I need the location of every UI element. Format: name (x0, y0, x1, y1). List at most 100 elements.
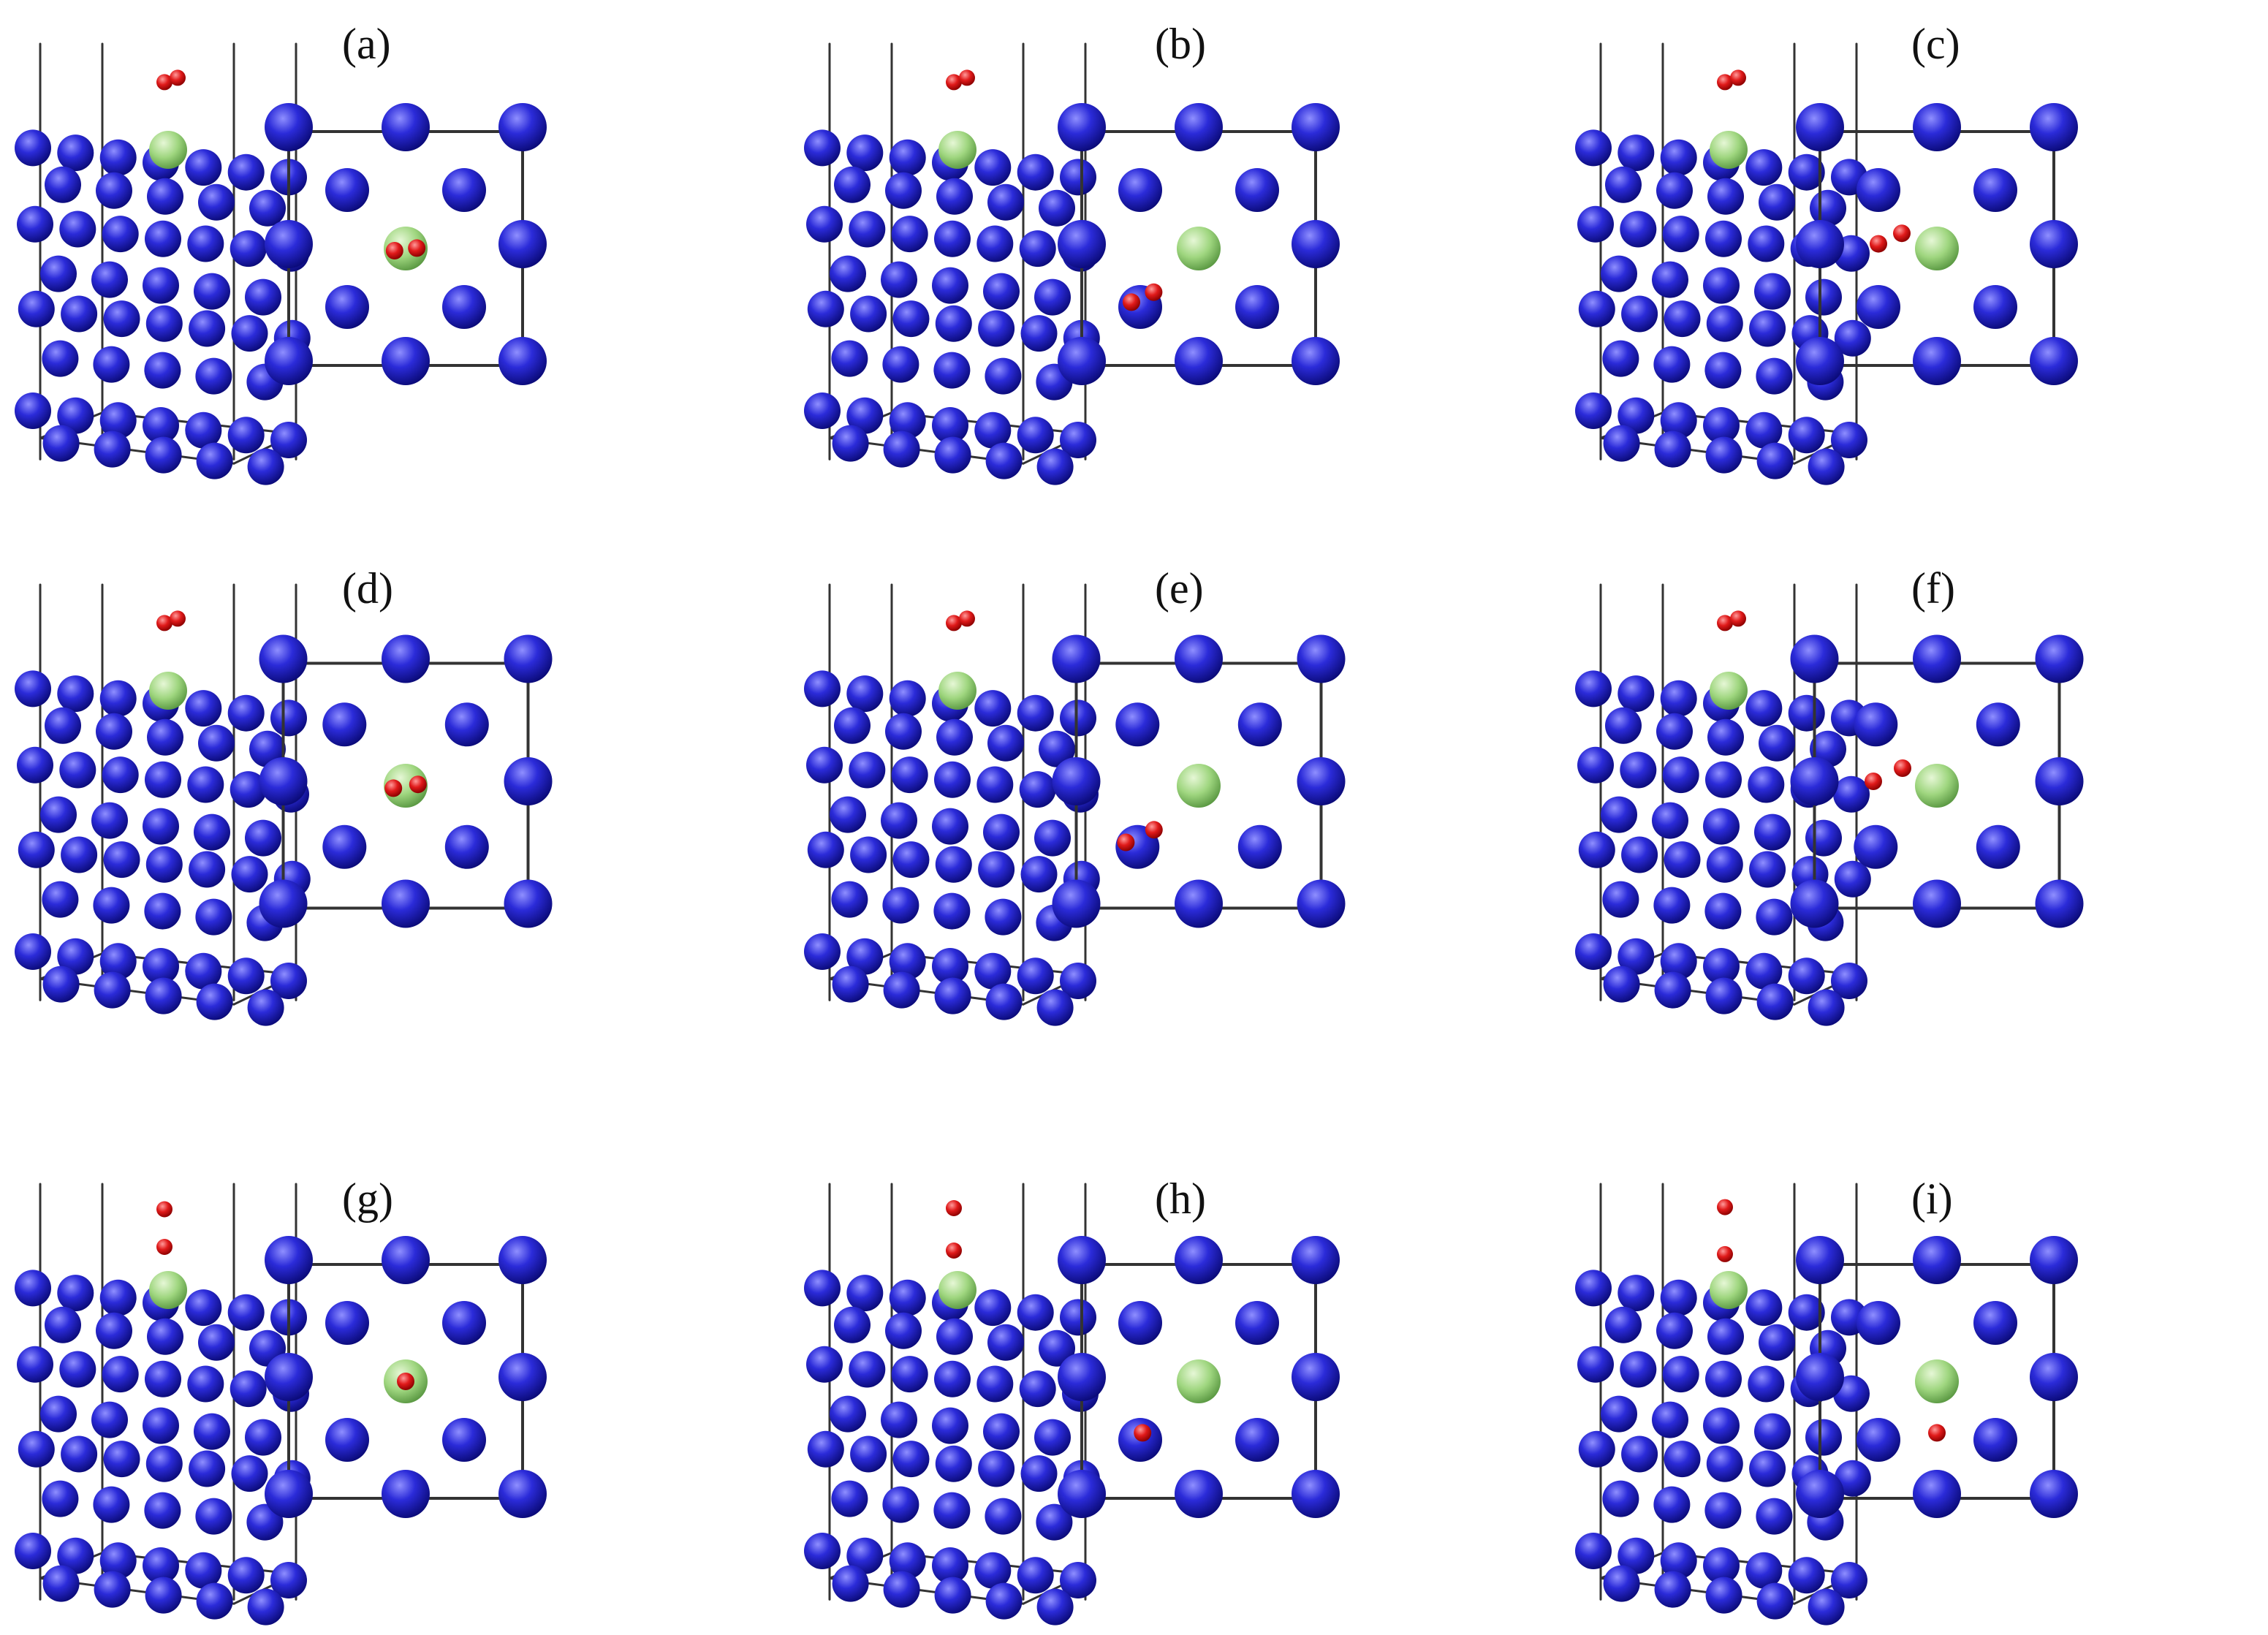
host-atom (231, 856, 268, 893)
host-atom (145, 761, 181, 798)
dopant-atom (149, 131, 187, 169)
host-atom (830, 796, 866, 833)
host-atom (1605, 1306, 1642, 1343)
host-atom (846, 938, 884, 975)
oxygen-atom (1717, 74, 1733, 91)
host-atom (1759, 183, 1795, 221)
host-atom (1578, 831, 1615, 868)
host-atom (1115, 702, 1160, 747)
host-atom (498, 1470, 547, 1518)
host-atom (832, 1565, 869, 1602)
host-atom (932, 808, 968, 845)
oxygen-atom (946, 1200, 962, 1216)
host-atom (1703, 1547, 1740, 1584)
host-atom (974, 1289, 1012, 1327)
host-atom (935, 305, 972, 342)
host-atom (883, 430, 920, 468)
panel-label: (f) (1911, 564, 1955, 612)
host-atom (498, 1236, 547, 1284)
host-atom (442, 168, 486, 212)
host-atom (850, 836, 887, 873)
host-atom (1653, 1486, 1691, 1523)
host-atom (1297, 757, 1346, 805)
host-atom (882, 1486, 919, 1523)
host-atom (933, 892, 971, 930)
host-atom (1660, 1542, 1697, 1579)
host-atom (933, 1492, 971, 1529)
dopant-atom (938, 131, 976, 169)
host-atom (40, 255, 77, 292)
host-atom (1705, 1360, 1742, 1397)
host-atom (934, 977, 971, 1014)
host-atom (498, 103, 547, 151)
dopant-atom (149, 672, 187, 710)
host-atom (103, 841, 140, 879)
host-atom (1601, 255, 1637, 292)
host-atom (1292, 1470, 1340, 1518)
host-atom (1603, 1565, 1640, 1602)
host-atom (103, 1441, 140, 1478)
host-atom (1118, 168, 1162, 212)
oxygen-atom (156, 615, 172, 631)
host-atom (57, 397, 94, 434)
oxygen-atom (1717, 1199, 1733, 1215)
host-atom (849, 210, 886, 248)
oxygen-atom (1893, 224, 1911, 243)
panel-i: (i) (1575, 1175, 2078, 1625)
host-atom (934, 220, 971, 257)
host-atom (185, 690, 222, 727)
host-atom (889, 1542, 926, 1579)
host-atom (196, 1582, 233, 1620)
host-atom (259, 634, 308, 683)
host-atom (42, 966, 80, 1003)
dopant-atom (1915, 764, 1959, 808)
host-atom (227, 957, 265, 995)
dopant-atom (938, 1271, 976, 1309)
host-atom (145, 977, 182, 1014)
host-atom (102, 1356, 139, 1393)
host-atom (59, 751, 96, 789)
host-atom (1756, 357, 1793, 395)
host-atom (831, 340, 868, 377)
host-atom (270, 963, 307, 999)
host-atom (143, 407, 179, 444)
host-atom (189, 851, 226, 888)
host-atom (322, 702, 367, 747)
host-atom (1017, 1294, 1054, 1331)
host-atom (382, 1236, 430, 1284)
host-atom (17, 1346, 53, 1383)
host-atom (1617, 938, 1655, 975)
oxygen-atom (397, 1373, 414, 1390)
host-atom (985, 442, 1023, 479)
host-atom (1660, 943, 1697, 980)
host-atom (1754, 273, 1791, 310)
host-atom (42, 1480, 79, 1517)
host-atom (61, 1435, 98, 1473)
host-atom (93, 1486, 130, 1523)
host-atom (325, 1418, 369, 1462)
host-atom (881, 1401, 917, 1438)
host-atom (804, 670, 841, 708)
host-atom (1748, 1365, 1785, 1403)
oxygen-atom (946, 74, 962, 91)
host-atom (42, 881, 79, 918)
host-atom (96, 1312, 132, 1349)
host-atom (1235, 285, 1279, 329)
host-atom (57, 938, 94, 975)
host-atom (1058, 337, 1106, 385)
host-atom (1749, 1450, 1786, 1487)
oxygen-atom (1117, 833, 1135, 851)
host-atom (831, 881, 868, 918)
host-atom (2030, 1353, 2078, 1401)
host-atom (99, 402, 137, 439)
host-atom (1973, 1418, 2017, 1462)
host-atom (145, 1577, 182, 1614)
host-atom (1603, 966, 1640, 1003)
host-atom (807, 831, 844, 868)
host-atom (1913, 337, 1961, 385)
host-atom (1745, 952, 1783, 990)
host-atom (1656, 1312, 1693, 1349)
host-atom (145, 1360, 181, 1397)
host-atom (1039, 1329, 1075, 1367)
oxygen-atom (156, 74, 172, 91)
